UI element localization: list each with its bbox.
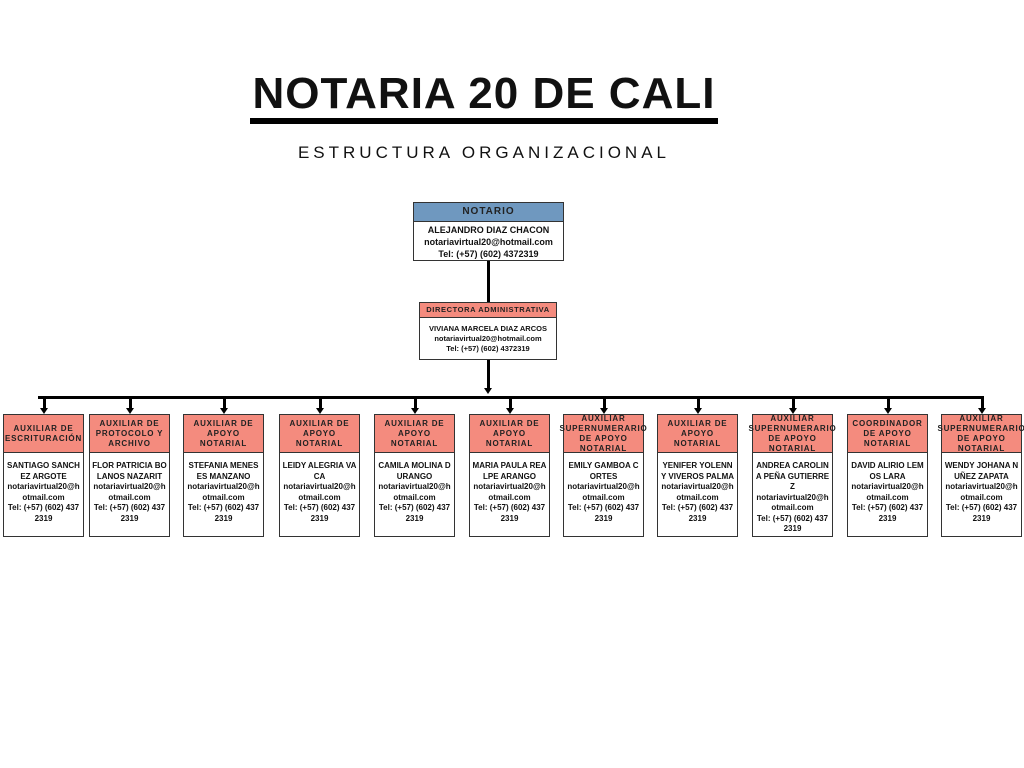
staff-role: COORDINADOR DE APOYO NOTARIAL <box>848 415 927 453</box>
arrow-drop-4 <box>410 408 419 414</box>
staff-box-10: AUXILIAR SUPERNUMERARIO DE APOYO NOTARIA… <box>937 413 1024 537</box>
staff-box-1: AUXILIAR DE PROTOCOLO Y ARCHIVO FLOR PATR… <box>89 414 170 537</box>
title-underline <box>250 118 718 124</box>
staff-box-4: AUXILIAR DE APOYO NOTARIAL CAMILA MOLINA … <box>374 414 455 537</box>
arrow-drop-7 <box>693 408 702 414</box>
staff-email: notariavirtual20@hotmail.com <box>378 482 451 502</box>
staff-role: AUXILIAR SUPERNUMERARIO DE APOYO NOTARIA… <box>559 413 648 453</box>
staff-tel: Tel: (+57) (602) 4372319 <box>851 503 924 523</box>
staff-email: notariavirtual20@hotmail.com <box>7 482 80 502</box>
staff-name: DAVID ALIRIO LEMOS LARA <box>851 461 924 481</box>
connector-notario-directora <box>487 261 490 303</box>
staff-tel: Tel: (+57) (602) 4372319 <box>378 503 451 523</box>
connector-drop-7 <box>696 397 700 410</box>
staff-email: notariavirtual20@hotmail.com <box>661 482 734 502</box>
arrow-drop-3 <box>315 408 324 414</box>
arrow-drop-2 <box>219 408 228 414</box>
directora-role: DIRECTORA ADMINISTRATIVA <box>420 303 556 318</box>
staff-box-3: AUXILIAR DE APOYO NOTARIAL LEIDY ALEGRIA … <box>279 414 360 537</box>
arrow-directora-bus <box>484 388 492 394</box>
staff-tel: Tel: (+57) (602) 4372319 <box>756 513 829 534</box>
staff-name: SANTIAGO SANCHEZ ARGOTE <box>7 461 80 481</box>
notario-box: NOTARIO ALEJANDRO DIAZ CHACON notariavir… <box>413 202 564 261</box>
staff-email: notariavirtual20@hotmail.com <box>851 482 924 502</box>
connector-drop-4 <box>413 397 417 410</box>
staff-role: AUXILIAR DE APOYO NOTARIAL <box>280 415 359 453</box>
arrow-drop-10 <box>977 408 986 414</box>
arrow-drop-5 <box>505 408 514 414</box>
staff-box-5: AUXILIAR DE APOYO NOTARIAL MARIA PAULA RE… <box>469 414 550 537</box>
page-subtitle: ESTRUCTURA ORGANIZACIONAL <box>297 143 671 162</box>
connector-drop-5 <box>508 397 512 410</box>
staff-tel: Tel: (+57) (602) 4372319 <box>187 503 260 523</box>
staff-email: notariavirtual20@hotmail.com <box>567 482 640 502</box>
connector-drop-0 <box>42 397 46 410</box>
staff-role: AUXILIAR DE PROTOCOLO Y ARCHIVO <box>90 415 169 453</box>
staff-email: notariavirtual20@hotmail.com <box>283 482 356 502</box>
staff-box-0: AUXILIAR DE ESCRITURACIÓN SANTIAGO SANCHE… <box>3 414 84 537</box>
notario-email: notariavirtual20@hotmail.com <box>424 237 553 247</box>
staff-tel: Tel: (+57) (602) 4372319 <box>945 503 1018 523</box>
staff-box-2: AUXILIAR DE APOYO NOTARIAL STEFANIA MENES… <box>183 414 264 537</box>
connector-drop-10 <box>980 397 984 410</box>
connector-directora-bus <box>487 360 490 390</box>
page-title: NOTARIA 20 DE CALI <box>252 69 716 118</box>
staff-name: EMILY GAMBOA CORTES <box>568 461 639 481</box>
staff-name: FLOR PATRICIA BOLANOS NAZARIT <box>92 461 167 481</box>
arrow-drop-0 <box>39 408 48 414</box>
arrow-drop-9 <box>883 408 892 414</box>
connector-drop-2 <box>222 397 226 410</box>
staff-role: AUXILIAR DE ESCRITURACIÓN <box>4 415 83 453</box>
notario-tel: Tel: (+57) (602) 4372319 <box>438 249 539 259</box>
staff-role: AUXILIAR SUPERNUMERARIO DE APOYO NOTARIA… <box>937 413 1024 453</box>
staff-tel: Tel: (+57) (602) 4372319 <box>661 503 734 523</box>
staff-name: YENIFER YOLENNY VIVEROS PALMA <box>660 461 735 481</box>
staff-role: AUXILIAR DE APOYO NOTARIAL <box>184 415 263 453</box>
staff-tel: Tel: (+57) (602) 4372319 <box>473 503 546 523</box>
staff-box-6: AUXILIAR SUPERNUMERARIO DE APOYO NOTARIA… <box>559 413 648 537</box>
arrow-drop-6 <box>599 408 608 414</box>
staff-tel: Tel: (+57) (602) 4372319 <box>93 503 166 523</box>
staff-role: AUXILIAR DE APOYO NOTARIAL <box>375 415 454 453</box>
staff-email: notariavirtual20@hotmail.com <box>945 482 1018 502</box>
staff-tel: Tel: (+57) (602) 4372319 <box>567 503 640 523</box>
staff-box-8: AUXILIAR SUPERNUMERARIO DE APOYO NOTARIA… <box>748 413 837 537</box>
staff-role: AUXILIAR DE APOYO NOTARIAL <box>658 415 737 453</box>
staff-role: AUXILIAR SUPERNUMERARIO DE APOYO NOTARIA… <box>748 413 837 453</box>
staff-email: notariavirtual20@hotmail.com <box>756 492 829 513</box>
connector-drop-8 <box>791 397 795 410</box>
staff-name: STEFANIA MENESES MANZANO <box>188 461 259 481</box>
arrow-drop-8 <box>788 408 797 414</box>
directora-tel: Tel: (+57) (602) 4372319 <box>446 344 530 353</box>
notario-name: ALEJANDRO DIAZ CHACON <box>427 225 550 235</box>
directora-email: notariavirtual20@hotmail.com <box>434 334 542 343</box>
notario-role: NOTARIO <box>414 203 563 222</box>
staff-email: notariavirtual20@hotmail.com <box>93 482 166 502</box>
directora-name: VIVIANA MARCELA DIAZ ARCOS <box>429 324 547 333</box>
staff-box-9: COORDINADOR DE APOYO NOTARIAL DAVID ALIRI… <box>847 414 928 537</box>
directora-box: DIRECTORA ADMINISTRATIVA VIVIANA MARCELA… <box>419 302 557 360</box>
connector-drop-3 <box>318 397 322 410</box>
staff-name: MARIA PAULA REALPE ARANGO <box>472 461 547 481</box>
staff-role: AUXILIAR DE APOYO NOTARIAL <box>470 415 549 453</box>
connector-drop-6 <box>602 397 606 410</box>
staff-email: notariavirtual20@hotmail.com <box>187 482 260 502</box>
connector-drop-9 <box>886 397 890 410</box>
staff-name: ANDREA CAROLINA PEÑA GUTIERREZ <box>755 461 830 491</box>
connector-drop-1 <box>128 397 132 410</box>
staff-tel: Tel: (+57) (602) 4372319 <box>7 503 80 523</box>
staff-box-7: AUXILIAR DE APOYO NOTARIAL YENIFER YOLENN… <box>657 414 738 537</box>
staff-name: LEIDY ALEGRIA VACA <box>282 461 357 481</box>
staff-name: WENDY JOHANA NUÑEZ ZAPATA <box>944 461 1019 481</box>
staff-name: CAMILA MOLINA DURANGO <box>378 461 451 481</box>
arrow-drop-1 <box>125 408 134 414</box>
staff-tel: Tel: (+57) (602) 4372319 <box>283 503 356 523</box>
staff-email: notariavirtual20@hotmail.com <box>473 482 546 502</box>
